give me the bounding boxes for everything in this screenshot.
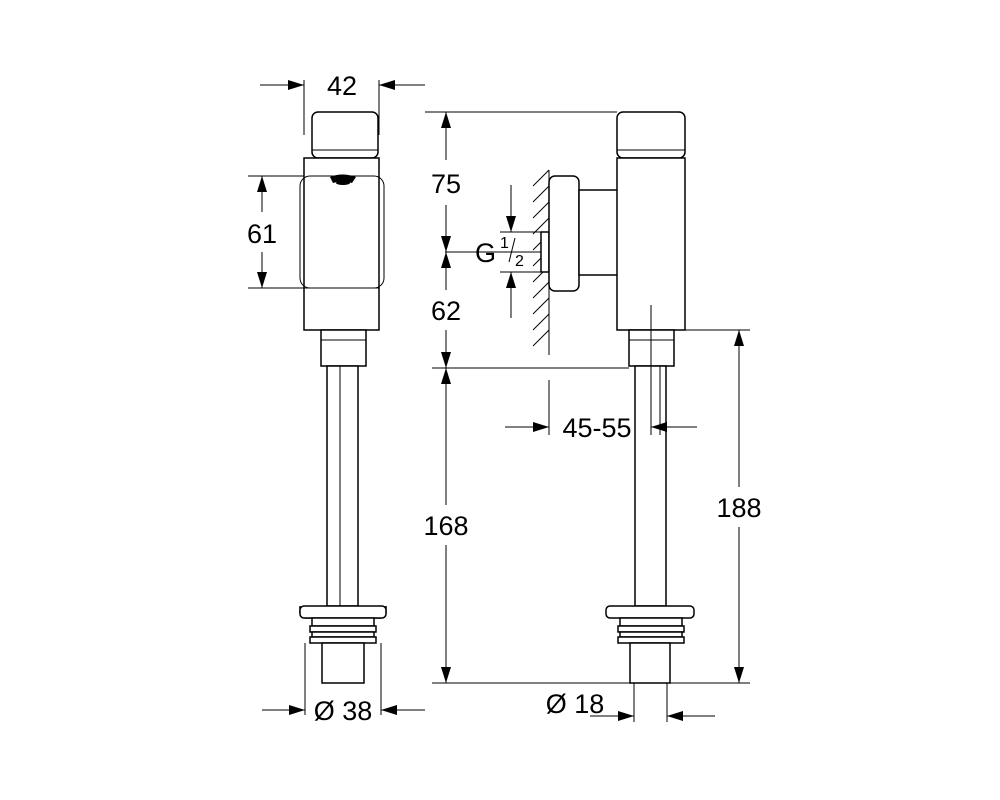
label-height-mid: 62 — [431, 296, 461, 326]
side-pipe — [634, 365, 667, 607]
dimension-thread: G 1 2 — [475, 185, 541, 318]
side-tail — [629, 642, 671, 684]
dimension-vertical-chain: 75 62 168 — [423, 111, 630, 684]
label-thread-den: 2 — [515, 253, 524, 270]
label-width-top: 42 — [327, 71, 357, 101]
label-dia-right: Ø 18 — [546, 689, 605, 719]
label-height-top: 75 — [431, 169, 461, 199]
front-coupling — [320, 329, 367, 367]
label-projection: 45-55 — [562, 413, 631, 443]
front-tail — [321, 642, 365, 684]
label-thread-g: G — [475, 238, 496, 268]
brand-logo-icon — [330, 174, 356, 185]
side-wall-flange — [548, 175, 580, 292]
dimension-width-top: 42 — [260, 71, 425, 135]
dimension-height-body: 61 — [247, 175, 304, 289]
dimension-dia-right: Ø 18 — [546, 683, 715, 722]
side-view — [532, 111, 695, 684]
dimension-projection: 45-55 — [505, 380, 697, 443]
label-length-right: 188 — [716, 493, 761, 523]
side-body — [616, 157, 686, 331]
front-view — [299, 111, 387, 684]
side-push-button — [616, 111, 686, 159]
label-thread-num: 1 — [500, 235, 509, 252]
front-pipe — [326, 365, 359, 607]
front-push-button — [311, 111, 379, 159]
dimension-dia-left: Ø 38 — [262, 643, 425, 726]
label-length-left: 168 — [423, 511, 468, 541]
dimension-length-right: 188 — [670, 329, 762, 684]
label-height-body: 61 — [247, 219, 277, 249]
label-dia-left: Ø 38 — [314, 696, 373, 726]
